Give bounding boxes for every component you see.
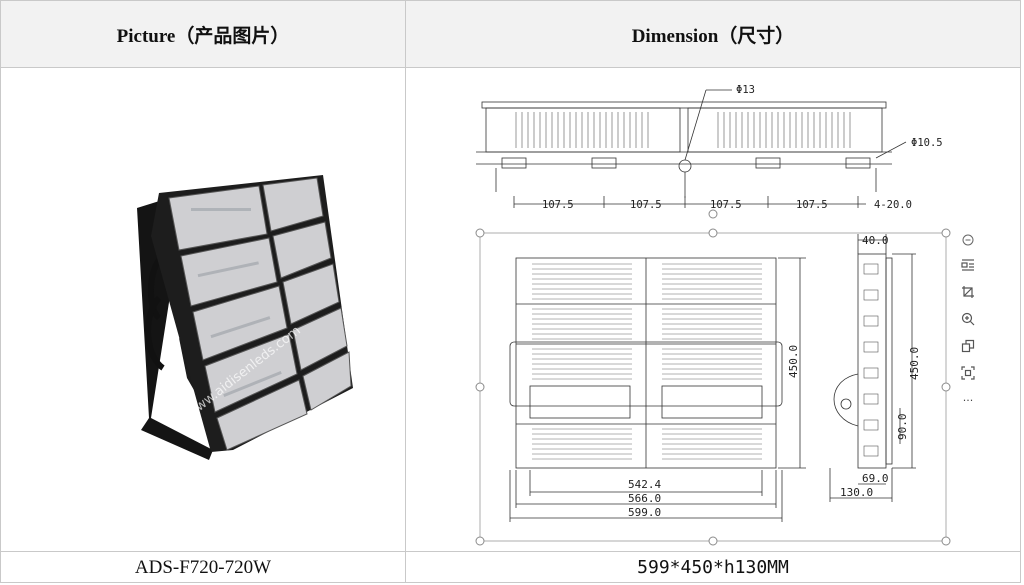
top-dim-3: 107.5 xyxy=(710,199,742,211)
more-button[interactable]: ··· xyxy=(957,389,979,411)
zoom-in-icon xyxy=(961,312,975,326)
side-bottom-inner: 69.0 xyxy=(862,472,889,485)
column-divider xyxy=(405,1,406,582)
header-row xyxy=(1,1,1020,67)
row-divider xyxy=(1,551,1020,552)
collapse-button[interactable] xyxy=(957,232,979,248)
dimension-header: Dimension（尺寸） xyxy=(631,25,795,47)
side-bottom-outer: 130.0 xyxy=(840,486,873,499)
size-cell: 599*450*h130MM xyxy=(637,557,789,578)
product-photo-cell: www.aidisenleds.com xyxy=(1,68,405,551)
picture-header: Picture（产品图片） xyxy=(116,25,290,47)
copy-icon xyxy=(961,339,975,353)
hole-small-label: Φ13 xyxy=(736,84,755,96)
hole-large-label: Φ10.5 xyxy=(911,137,943,149)
copy-button[interactable] xyxy=(957,335,979,357)
top-dim-1: 107.5 xyxy=(542,199,574,211)
scan-button[interactable] xyxy=(957,362,979,384)
align-button[interactable] xyxy=(957,254,979,276)
zoom-button[interactable] xyxy=(957,308,979,330)
front-width-inner: 542.4 xyxy=(628,478,661,491)
top-dim-2: 107.5 xyxy=(630,199,662,211)
text-wrap-icon xyxy=(961,259,974,271)
product-photo: www.aidisenleds.com xyxy=(137,175,353,460)
top-dim-5: 4-20.0 xyxy=(874,199,912,211)
row-divider xyxy=(1,67,1020,68)
front-width-mid: 566.0 xyxy=(628,492,661,505)
crop-icon xyxy=(962,286,974,298)
model-cell: ADS-F720-720W xyxy=(134,556,272,578)
side-top-dim: 40.0 xyxy=(862,234,889,247)
front-height: 450.0 xyxy=(787,345,800,378)
top-dim-4: 107.5 xyxy=(796,199,828,211)
side-mount-dim: 90.0 xyxy=(896,414,909,441)
scan-icon xyxy=(961,366,975,380)
crop-button[interactable] xyxy=(957,281,979,303)
dimension-drawing-cell: Φ13 Φ10.5 107.5 107.5 107.5 107.5 4-20.0 xyxy=(406,68,1020,551)
minus-icon xyxy=(962,234,974,246)
dimension-drawing: Φ13 Φ10.5 107.5 107.5 107.5 107.5 4-20.0 xyxy=(475,84,951,546)
front-width-outer: 599.0 xyxy=(628,506,661,519)
side-height-dim: 450.0 xyxy=(908,347,921,380)
